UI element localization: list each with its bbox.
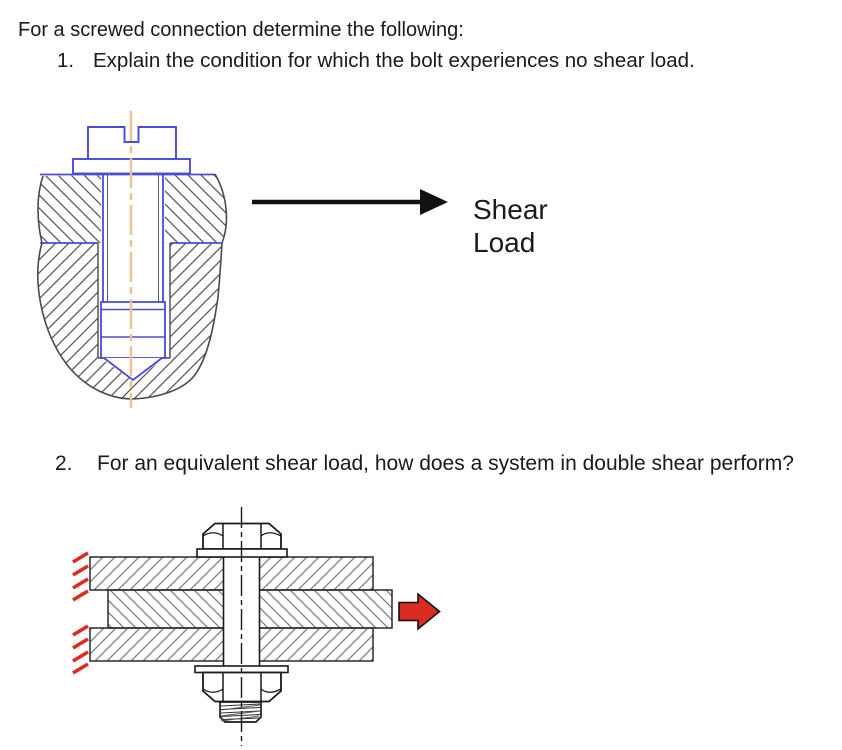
shear-load-label-line1: Shear	[473, 194, 548, 225]
shear-load-arrow-icon	[252, 189, 448, 215]
figure-double-shear	[72, 507, 441, 746]
screw-point	[103, 357, 163, 382]
figure-single-shear	[37, 111, 448, 408]
screw-thread	[100, 301, 166, 359]
question-1-text: Explain the condition for which the bolt…	[93, 49, 695, 72]
shear-load-label: Shear Load	[473, 193, 548, 259]
shear-load-label-line2: Load	[473, 227, 536, 258]
question-2-text: For an equivalent shear load, how does a…	[97, 452, 794, 475]
clearance-hole	[101, 173, 165, 243]
question-intro: For a screwed connection determine the f…	[18, 19, 464, 41]
question-1-number: 1.	[57, 49, 75, 72]
screw-head	[87, 126, 177, 160]
thread-stub	[219, 701, 262, 723]
load-arrow-icon	[398, 592, 441, 631]
question-2-number: 2.	[55, 452, 73, 475]
fixed-support-hatching	[72, 551, 89, 675]
plate-surface-lines	[40, 173, 222, 244]
screw-shank	[102, 173, 164, 302]
